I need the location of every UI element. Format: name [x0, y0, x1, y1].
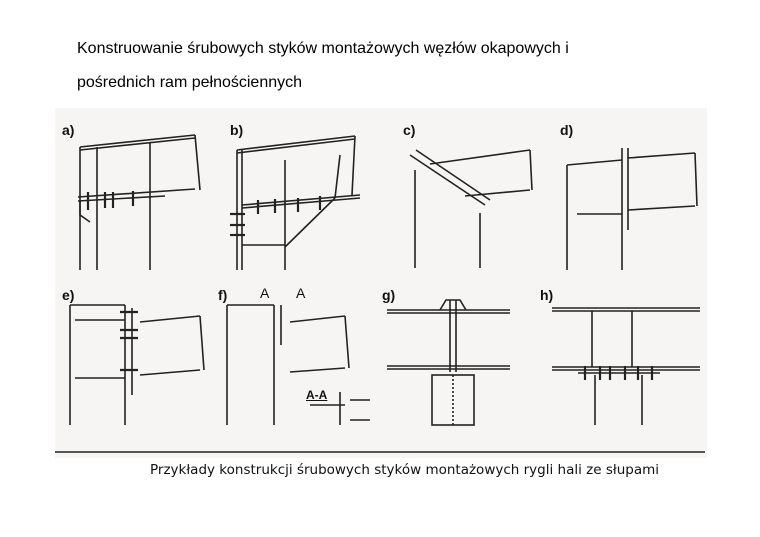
drawing-a [77, 134, 201, 270]
slide-title-line-2: pośrednich ram pełnościennych [77, 74, 303, 91]
section-mark-right: A [296, 285, 306, 301]
drawing-h [552, 307, 700, 425]
drawing-b [230, 135, 361, 270]
panel-label-f: f) [218, 287, 228, 303]
panel-label-e: e) [62, 287, 75, 303]
section-mark-left: A [260, 285, 270, 301]
panel-label-c: c) [403, 122, 416, 138]
drawing-c [409, 149, 533, 268]
panel-label-d: d) [560, 122, 574, 138]
figure-caption: Przykłady konstrukcji śrubowych styków m… [150, 462, 659, 478]
drawing-e [69, 304, 205, 425]
panel-label-b: b) [230, 122, 244, 138]
panel-label-g: g) [382, 287, 396, 303]
panel-label-a: a) [62, 122, 75, 138]
drawing-f [226, 304, 370, 425]
slide-title-line-1: Konstruowanie śrubowych styków montażowy… [77, 40, 569, 57]
drawing-d [566, 148, 698, 270]
section-label: A-A [306, 388, 328, 402]
panel-label-h: h) [540, 287, 554, 303]
drawing-g [387, 299, 510, 426]
